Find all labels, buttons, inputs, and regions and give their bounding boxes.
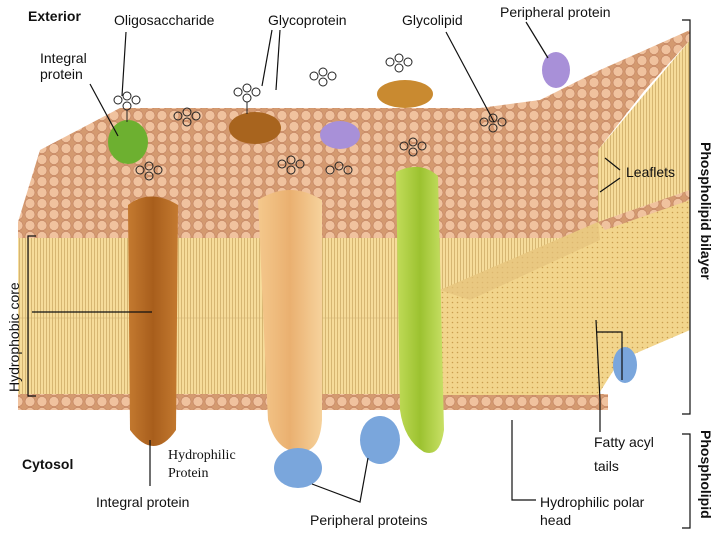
peripheral-protein-top — [542, 52, 570, 88]
integral-protein-green-cap — [108, 120, 148, 164]
hydrophilic-protein — [258, 190, 322, 452]
peripheral-protein-right-edge — [613, 347, 637, 383]
label-oligosaccharide: Oligosaccharide — [114, 12, 214, 28]
label-exterior: Exterior — [28, 8, 81, 24]
glycoprotein-body — [229, 112, 281, 144]
label-integral-protein-top-2: protein — [40, 66, 83, 82]
label-phospholipid: Phospholipid — [698, 430, 714, 519]
integral-protein-brown — [128, 197, 178, 447]
glyco-brown-right — [377, 80, 433, 108]
label-hydrophilic-protein-2: Protein — [168, 466, 208, 481]
label-hydrophilic-protein-1: Hydrophilic — [168, 448, 236, 463]
label-leaflets: Leaflets — [626, 164, 675, 180]
label-cytosol: Cytosol — [22, 456, 73, 472]
label-hydrophobic-core: Hydrophobic core — [6, 282, 22, 392]
purple-protein-surface — [320, 121, 360, 149]
label-peripheral-protein: Peripheral protein — [500, 4, 611, 20]
label-hydrophilic-polar-head-2: head — [540, 512, 571, 528]
label-fatty-acyl-tails-1: Fatty acyl — [594, 434, 654, 450]
label-hydrophilic-polar-head-1: Hydrophilic polar — [540, 494, 644, 510]
label-phospholipid-bilayer: Phospholipid bilayer — [698, 142, 714, 280]
peripheral-protein-bottom-right — [360, 416, 400, 464]
label-fatty-acyl-tails-2: tails — [594, 458, 619, 474]
label-integral-protein-top-1: Integral — [40, 50, 87, 66]
label-peripheral-proteins: Peripheral proteins — [310, 512, 428, 528]
label-glycolipid: Glycolipid — [402, 12, 463, 28]
peripheral-protein-bottom-left — [274, 448, 322, 488]
integral-protein-green — [396, 167, 444, 453]
label-integral-protein-bottom: Integral protein — [96, 494, 189, 510]
label-glycoprotein: Glycoprotein — [268, 12, 347, 28]
